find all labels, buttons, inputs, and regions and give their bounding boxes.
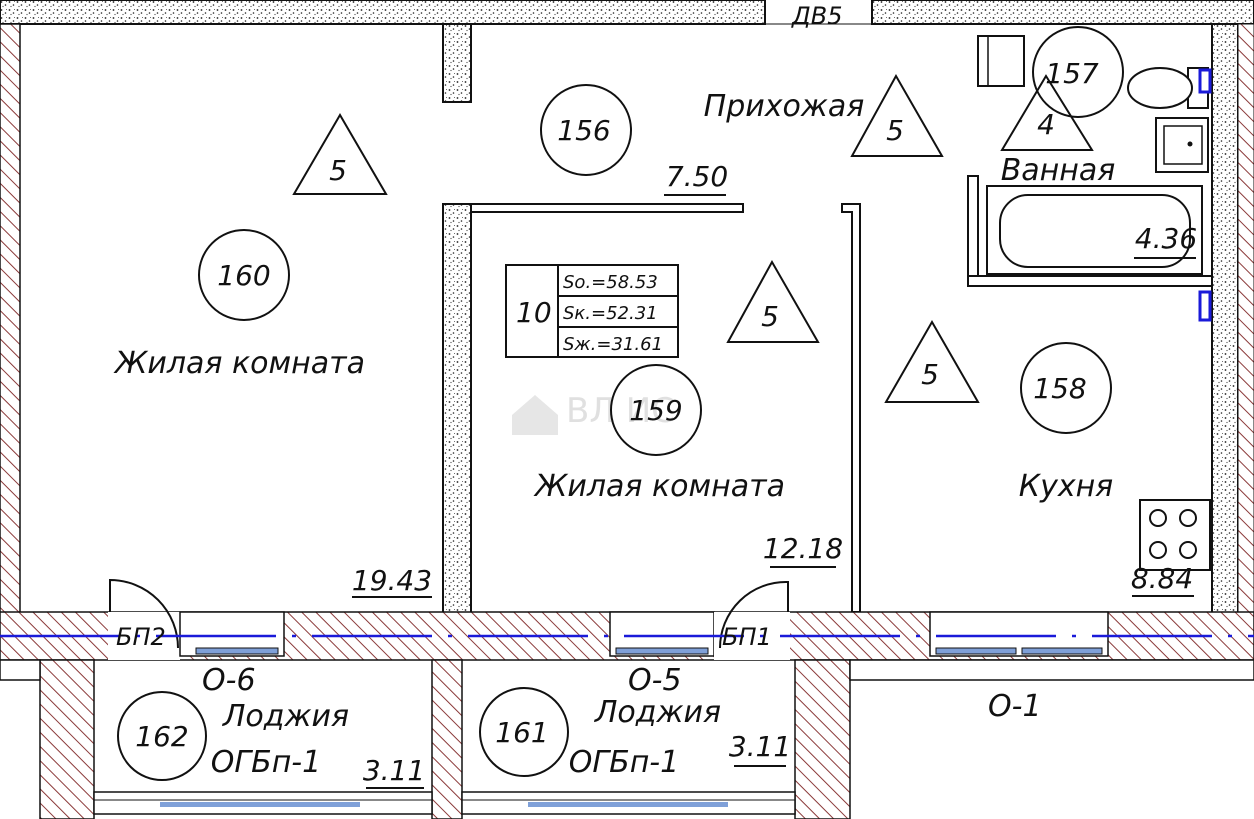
window-label-o5: О-5 [628,663,682,698]
toilet-bowl [1127,67,1193,109]
svg-text:160: 160 [217,259,270,292]
svg-text:157: 157 [1045,57,1099,90]
door-swing-bp2 [109,578,179,649]
washer [977,35,1025,87]
svg-text:158: 158 [1033,372,1086,405]
svg-text:4.36: 4.36 [1135,222,1197,255]
door-label-bp2: БП2 [116,623,166,651]
room-161: 161 Лоджия ОГБп-1 3.11 [479,687,791,780]
room-159: 159 Жилая комната 12.18 [533,364,843,568]
svg-text:Жилая комната: Жилая комната [113,346,365,381]
triangle-mark-4: 4 [1000,74,1094,151]
partition-159-158 [841,203,861,613]
room-162: 162 Лоджия ОГБп-1 3.11 [117,691,425,789]
partition-159-top [470,203,744,213]
door-swing-bp1 [719,580,789,649]
svg-text:Кухня: Кухня [1019,469,1113,504]
svg-text:ОГБп-1: ОГБп-1 [569,745,679,780]
svg-text:5: 5 [886,114,904,147]
bath-wall-bottom [967,275,1213,287]
right-wall-outer [1237,23,1254,637]
area-total: Sо.=58.53 [563,272,658,293]
svg-text:8.84: 8.84 [1131,562,1193,595]
bathtub-inner [999,194,1191,268]
triangle-mark-1: 5 [292,113,388,195]
room-156: 156 Прихожая 7.50 [540,84,865,196]
stove [1139,499,1211,571]
svg-text:156: 156 [557,114,610,147]
svg-text:Лоджия: Лоджия [222,699,349,734]
svg-text:162: 162 [135,720,188,753]
svg-text:5: 5 [921,358,939,391]
stub-wall [442,23,472,103]
svg-text:3.11: 3.11 [363,754,425,787]
area-common: Sк.=52.31 [563,303,658,324]
triangle-mark-3: 5 [726,259,820,343]
apartment-count: 10 [516,296,552,329]
room-158: 158 Кухня 8.84 [1019,342,1194,597]
vent-marker-top [1198,68,1212,94]
top-wall-right [871,0,1254,25]
window-label-o6: О-6 [202,663,256,698]
svg-text:Лоджия: Лоджия [594,695,721,730]
svg-text:19.43: 19.43 [352,564,432,597]
loggia-left-wall [39,659,95,819]
svg-text:7.50: 7.50 [666,160,728,193]
svg-text:5: 5 [761,300,779,333]
svg-text:ОГБп-1: ОГБп-1 [211,745,321,780]
watermark-text: ВЛ ИС [566,391,675,431]
top-wall-left [0,0,766,25]
area-living: Sж.=31.61 [563,334,663,355]
loggia-mid-wall [431,659,463,819]
area-summary-table: 10 Sо.=58.53 Sк.=52.31 Sж.=31.61 [505,264,679,358]
right-wall [1211,23,1239,615]
room-160: 160 Жилая комната 19.43 [113,229,432,598]
svg-text:5: 5 [329,154,347,187]
door-label-bp1: БП1 [722,623,772,651]
window-label-o1: О-1 [988,689,1042,724]
svg-text:3.11: 3.11 [729,730,791,763]
loggia-right-wall [794,659,851,819]
room-157: 157 Ванная 4.36 [1001,26,1197,259]
svg-text:161: 161 [495,716,548,749]
vent-marker-mid [1198,290,1212,322]
triangle-mark-5: 5 [884,319,980,403]
door-label-dv5: ДВ5 [791,2,842,30]
bath-wall-left [967,175,979,285]
watermark-house-icon [512,395,558,435]
triangle-mark-2: 5 [850,73,944,157]
svg-text:Ванная: Ванная [1001,153,1116,188]
partition-160-159 [442,203,472,615]
svg-text:Прихожая: Прихожая [704,89,865,124]
svg-text:159: 159 [629,394,682,427]
svg-text:Жилая комната: Жилая комната [533,469,785,504]
left-wall [0,23,21,637]
svg-text:4: 4 [1037,108,1055,141]
svg-text:12.18: 12.18 [763,532,843,565]
